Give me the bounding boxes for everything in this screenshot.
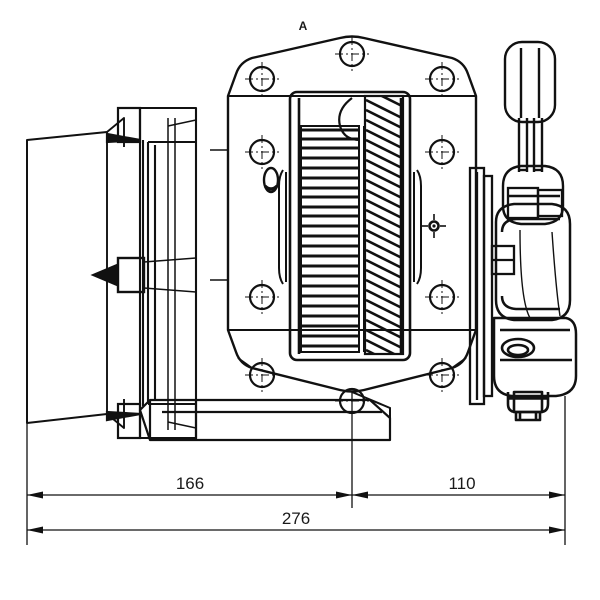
flange-side-bar-left [210,149,228,281]
valve-side-port [490,244,516,276]
valve-bottom-fitting [506,390,550,422]
valve-inner-hidden-lines [519,229,561,319]
valve-lower-body [492,316,578,398]
view-section-label-a: A [299,19,308,33]
gear-helical-frame [363,94,405,356]
dimension-label-276: 276 [282,509,310,528]
housing-inner-walls [167,118,197,430]
sump-right-extension [351,391,391,440]
gear-drum-side-rails [278,169,422,285]
flange-lower-taper [237,357,467,369]
dimension-label-110: 110 [448,474,475,493]
shaft-tip-pointer [90,256,197,294]
valve-stem-fork [517,118,544,172]
dimension-label-166: 166 [176,474,204,493]
gear-top-arc-detail [338,97,361,142]
dimension-line-166 [27,491,352,499]
gear-straight-teeth [302,128,358,348]
dimension-line-110 [352,491,565,499]
housing-mounting-tabs [105,106,142,440]
valve-stem-cap [503,40,557,124]
dimension-extension-lines [26,392,566,545]
gear-drum-outer-body [288,90,412,362]
valve-mount-plate [468,166,494,406]
oval-slot-feature [262,166,280,194]
dimension-line-276 [27,526,565,534]
shaft-center-mark [422,214,446,238]
valve-boss-ellipse [500,337,536,359]
gear-helical-teeth [365,96,403,354]
